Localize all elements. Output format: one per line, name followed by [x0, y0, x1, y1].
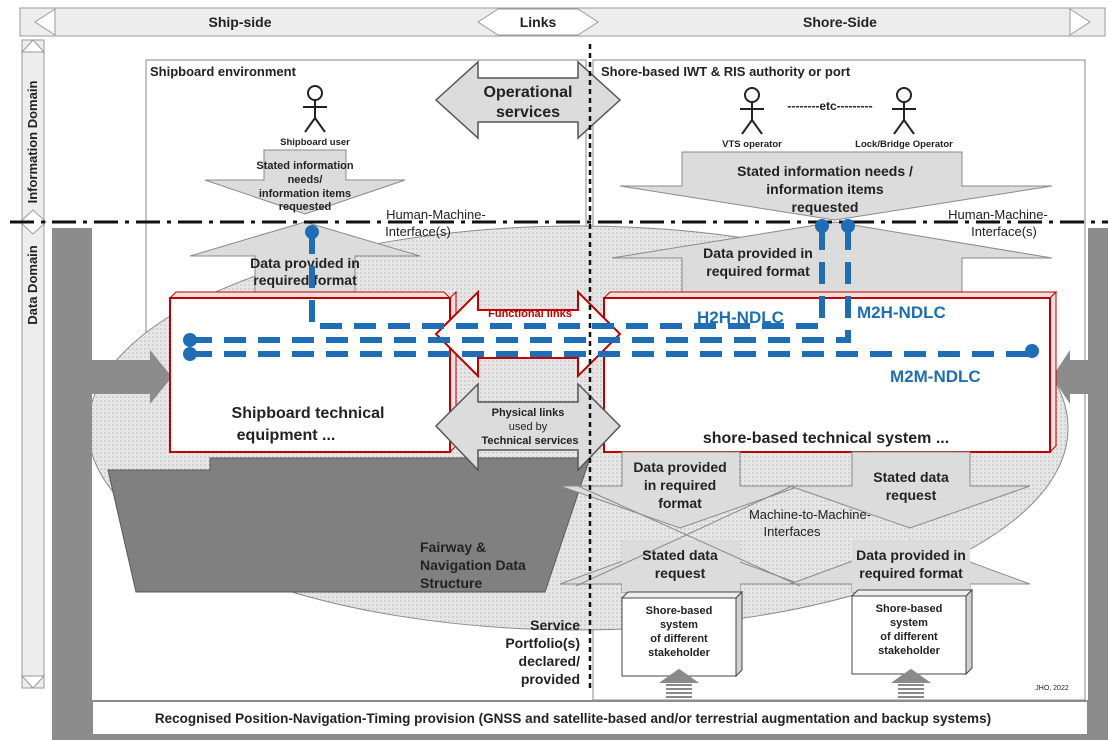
ship-info-needs-arrow — [204, 149, 406, 215]
shore-side-label: Shore-Side — [803, 14, 877, 30]
shore-system-label: shore-based technical system ... — [703, 430, 949, 447]
m2m-left-bottom-line1: Stated data — [642, 547, 718, 563]
m2h-ship-node — [183, 333, 197, 347]
lock-operator-label: Lock/Bridge Operator — [855, 139, 953, 150]
rpnt-band: Recognised Position-Navigation-Timing pr… — [52, 228, 1108, 740]
side-header: Ship-side Links Shore-Side — [19, 7, 1106, 37]
shore-info-needs-arrow — [619, 151, 1053, 221]
data-domain-label: Data Domain — [25, 245, 40, 325]
stakeholder-left-line4: stakeholder — [648, 647, 710, 659]
shore-info-needs-line2: information items — [766, 181, 884, 197]
shore-technical-system-box: shore-based technical system ... — [602, 290, 1058, 454]
stakeholder-right-line2: system — [890, 617, 928, 629]
vts-operator-label: VTS operator — [722, 139, 782, 150]
stakeholder-right-line3: of different — [880, 631, 938, 643]
operational-services-line2: services — [496, 104, 560, 121]
stakeholder-right-line1: Shore-based — [876, 603, 943, 615]
stakeholder-input-arrow-left — [658, 668, 700, 698]
m2h-ndlc-label: M2H-NDLC — [857, 303, 946, 322]
portfolio-line3: declared/ — [519, 653, 581, 669]
information-domain-label: Information Domain — [25, 81, 40, 204]
lock-operator-icon — [892, 87, 916, 135]
footer-caption: Recognised Position-Navigation-Timing pr… — [155, 711, 991, 726]
shipboard-user-icon — [303, 85, 327, 133]
shipboard-user-label: Shipboard user — [280, 137, 350, 148]
m2h-ndlc-path — [190, 224, 851, 343]
shore-info-needs-line3: requested — [792, 199, 859, 215]
fairway-line3: Structure — [420, 575, 482, 591]
shipboard-equipment-line2: equipment ... — [237, 427, 336, 444]
m2m-left-top-line3: format — [658, 495, 702, 511]
fairway-line1: Fairway & — [420, 539, 486, 555]
m2m-left-bottom-line2: request — [655, 565, 706, 581]
h2h-ndlc-path — [309, 224, 825, 329]
operational-services-arrow — [434, 60, 622, 140]
shore-data-provided-line1: Data provided in — [703, 245, 813, 261]
shore-info-needs-line1: Stated information needs / — [737, 163, 913, 179]
hmi-left-line1: Human-Machine- — [386, 207, 486, 222]
shipboard-environment-title: Shipboard environment — [150, 64, 297, 79]
physical-links-line3: Technical services — [481, 435, 578, 447]
physical-links-arrow — [434, 382, 622, 472]
stakeholder-left-line3: of different — [650, 633, 708, 645]
shipboard-equipment-line1: Shipboard technical — [232, 405, 385, 422]
vts-operator-icon — [740, 87, 764, 135]
credit-label: JHO, 2022 — [1035, 685, 1069, 692]
functional-links-label: Functional links — [488, 308, 572, 320]
m2m-left-top-line1: Data provided — [633, 459, 726, 475]
stakeholder-system-right: Shore-based system of different stakehol… — [850, 588, 974, 676]
m2m-interfaces-line1: Machine-to-Machine- — [749, 507, 871, 522]
hmi-right-line2: Interface(s) — [971, 224, 1037, 239]
m2m-ndlc-label: M2M-NDLC — [890, 367, 981, 386]
m2m-left-top-line2: in required — [644, 477, 716, 493]
operational-services-line1: Operational — [484, 84, 573, 101]
m2m-right-bottom-line1: Data provided in — [856, 547, 966, 563]
etc-label: --------etc--------- — [787, 99, 872, 113]
fairway-line2: Navigation Data — [420, 557, 526, 573]
m2m-right-bottom-line2: required format — [859, 565, 963, 581]
h2h-ship-node — [305, 225, 319, 239]
m2m-shore-node — [1025, 344, 1039, 358]
h2h-shore-node — [815, 219, 829, 233]
ndlc-paths — [190, 224, 1032, 357]
h2h-ndlc-label: H2H-NDLC — [697, 308, 784, 327]
links-label: Links — [520, 14, 557, 30]
domain-bar: Information Domain Data Domain — [19, 39, 47, 689]
stakeholder-input-arrow-right — [890, 668, 932, 698]
shore-authority-title: Shore-based IWT & RIS authority or port — [601, 64, 851, 79]
stakeholder-left-line2: system — [660, 619, 698, 631]
ship-data-provided-line1: Data provided in — [250, 255, 360, 271]
hmi-right-line1: Human-Machine- — [948, 207, 1048, 222]
m2h-shore-node — [841, 219, 855, 233]
stakeholder-left-line1: Shore-based — [646, 605, 713, 617]
shore-data-provided-line2: required format — [706, 263, 810, 279]
m2m-right-top-arrow — [789, 451, 1031, 529]
ship-side-label: Ship-side — [208, 14, 271, 30]
portfolio-line4: provided — [521, 671, 580, 687]
portfolio-line2: Portfolio(s) — [505, 635, 580, 651]
ship-info-needs-line3: information items — [259, 188, 351, 200]
m2m-right-top-line2: request — [886, 487, 937, 503]
m2m-left-top-arrow — [559, 451, 801, 529]
m2m-right-top-line1: Stated data — [873, 469, 949, 485]
ship-data-provided-line2: required format — [253, 272, 357, 288]
ship-info-needs-line2: needs/ — [288, 174, 323, 186]
m2m-ship-node — [183, 347, 197, 361]
hmi-left-line2: Interface(s) — [385, 224, 451, 239]
ship-info-needs-line1: Stated information — [256, 160, 353, 172]
stakeholder-right-line4: stakeholder — [878, 645, 940, 657]
stakeholder-system-left: Shore-based system of different stakehol… — [620, 590, 744, 678]
ship-info-needs-line4: requested — [279, 201, 332, 213]
physical-links-line2: used by — [509, 421, 548, 433]
physical-links-line1: Physical links — [492, 407, 565, 419]
portfolio-line1: Service — [530, 617, 580, 633]
m2m-interfaces-line2: Interfaces — [763, 524, 821, 539]
